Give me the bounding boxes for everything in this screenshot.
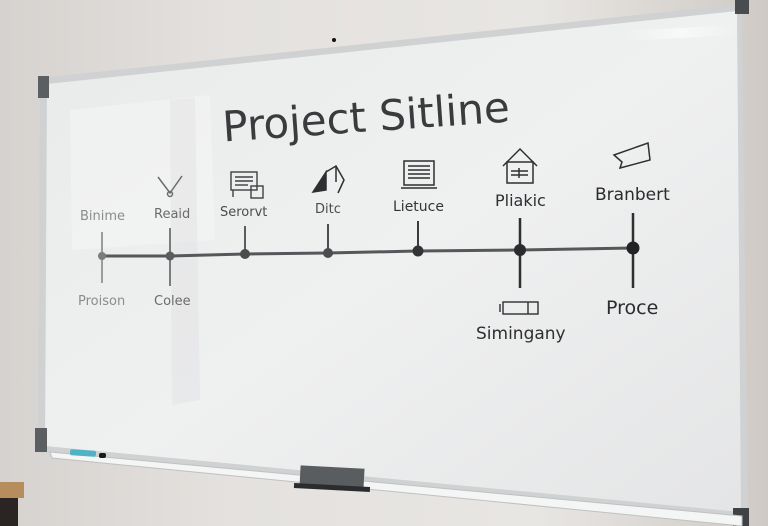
milestone-2: Reaid Colee [154,175,191,309]
milestone-label-top: Pliakic [495,191,546,210]
marker-cap [99,453,106,458]
milestone-label-top: Binime [80,209,125,224]
milestone-7: Branbert Proce [595,141,670,319]
milestone-label-top: Branbert [595,185,670,205]
battery-icon [499,301,539,315]
milestone-1: Binime Proison [78,209,125,309]
milestone-6: Pliakic Simingany [476,147,566,344]
milestone-label-top: Lietuce [393,199,444,215]
frame-corner-tl [38,76,49,98]
milestone-5: Lietuce [393,160,444,257]
house-icon [502,147,538,184]
desk-corner [0,482,24,498]
book-icon [401,160,437,189]
pendant-icon [157,175,183,198]
milestone-label-top: Ditc [315,202,341,217]
milestone-4: Ditc [311,164,345,258]
frame-corner-bl [35,428,47,452]
marker[interactable] [69,449,97,457]
milestone-label-top: Serorvt [220,205,267,220]
milestone-label-top: Reaid [154,207,190,222]
milestone-label-bottom: Proison [78,294,125,309]
milestone-label-bottom: Proce [606,297,658,319]
flag-icon [612,141,651,170]
computer-icon [230,171,264,199]
marker-tray [49,451,743,526]
frame-corner-tr [735,0,749,14]
desk-leg [0,498,18,526]
board-surface [45,11,741,512]
milestone-label-bottom: Simingany [476,324,566,344]
milestone-3: Serorvt [220,171,267,259]
milestone-label-bottom: Colee [154,294,191,309]
music-note-icon [311,164,345,194]
